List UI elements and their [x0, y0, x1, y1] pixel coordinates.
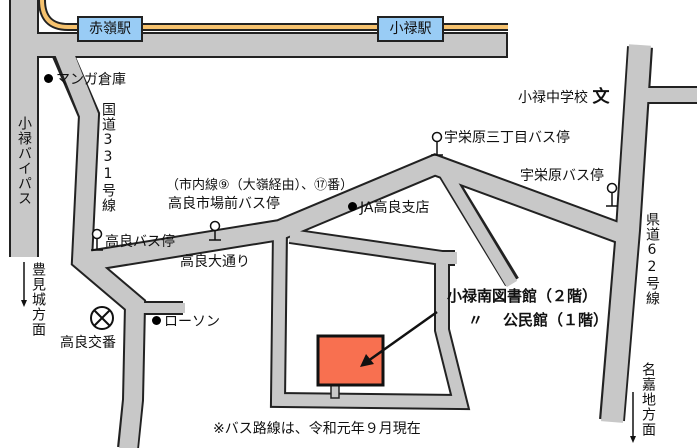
bus-stop-takara: 高良バス停 — [105, 234, 175, 250]
landmark-koban: 高良交番 — [60, 335, 116, 351]
destination-library: 小禄南図書館（２階） — [447, 287, 598, 305]
bus-stop-note: （市内線⑨（大嶺経由）、⑰番） — [166, 178, 354, 193]
bus-stop-uebaru: 宇栄原バス停 — [520, 168, 604, 184]
landmark-school: 小禄中学校 文 — [518, 87, 610, 107]
road-route331 — [52, 41, 145, 448]
road-label-takara-avenue: 高良大通り — [180, 254, 250, 270]
landmark-ja-label: JA高良支店 — [360, 200, 430, 216]
police-box-icon — [90, 306, 114, 330]
bus-stop-icon — [209, 220, 221, 241]
bus-route-note: ※バス路線は、令和元年９月現在 — [213, 421, 421, 437]
bus-stop-icon — [91, 228, 103, 251]
road-label-route331: 国道331号線 — [100, 102, 116, 213]
landmark-lawson-label: ローソン — [164, 314, 220, 330]
bus-stop-uebaru3: 宇栄原三丁目バス停 — [444, 130, 570, 146]
bus-stop-icon — [431, 131, 443, 156]
landmark-manga-label: マンガ倉庫 — [56, 72, 126, 88]
dot-icon — [348, 202, 357, 211]
library-arrow — [360, 310, 438, 367]
road-label-route62: 県道62号線 — [644, 212, 660, 306]
direction-nakachi: 名嘉地方面 — [640, 362, 656, 437]
dot-icon — [152, 316, 161, 325]
direction-arrow-nakachi — [630, 392, 636, 443]
landmark-school-label: 小禄中学校 — [518, 90, 588, 106]
station-akamine[interactable]: 赤嶺駅 — [77, 16, 143, 42]
destination-ditto: 〃 — [468, 311, 484, 329]
bus-stop-ichiba: 高良市場前バス停 — [168, 196, 280, 212]
road-route62 — [601, 44, 651, 423]
road-branch — [434, 160, 518, 288]
direction-arrow-tomigusuku — [21, 262, 27, 307]
station-oroku[interactable]: 小禄駅 — [377, 16, 444, 42]
road-library-loop — [271, 225, 468, 409]
roads — [11, 0, 697, 448]
landmark-ja: JA高良支店 — [348, 200, 429, 216]
dot-icon — [44, 74, 53, 83]
bus-stop-icon — [606, 182, 618, 207]
library-building[interactable] — [316, 334, 385, 387]
landmark-manga: マンガ倉庫 — [44, 72, 126, 88]
road-takara-avenue — [80, 155, 629, 271]
school-icon: 文 — [592, 87, 610, 107]
destination-community-center: 公民館（１階） — [503, 311, 609, 329]
road-label-bypass: 小禄バイパス — [16, 116, 32, 206]
landmark-lawson: ローソン — [152, 314, 220, 330]
direction-tomigusuku: 豊見城方面 — [30, 262, 46, 337]
